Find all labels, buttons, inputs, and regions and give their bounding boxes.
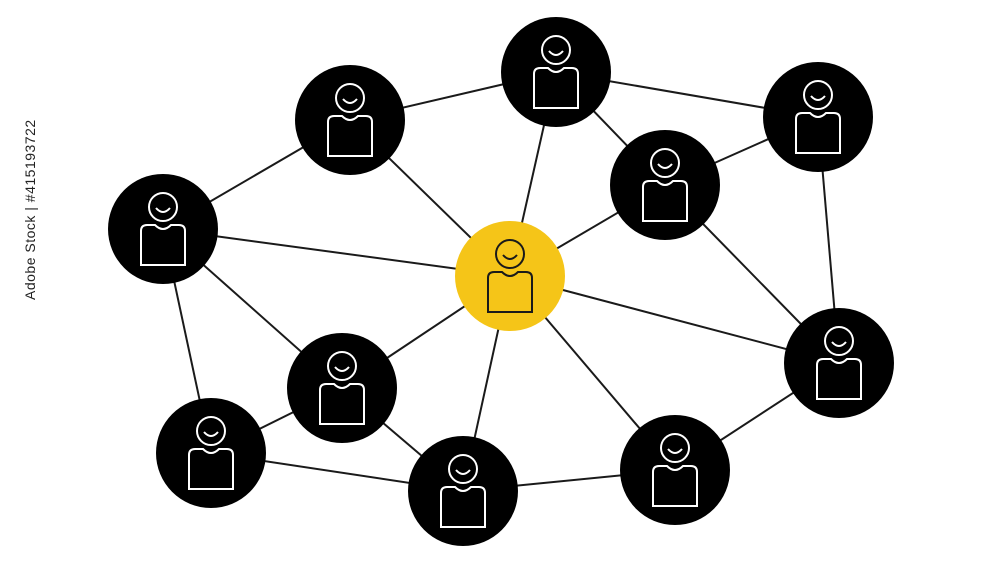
person-smile-icon: [342, 98, 358, 104]
person-body-icon: [487, 271, 533, 313]
person-head-icon: [824, 326, 854, 356]
person-node: [501, 17, 611, 127]
person-node: [156, 398, 266, 508]
person-node: [784, 308, 894, 418]
center-person-node: [455, 221, 565, 331]
person-node: [408, 436, 518, 546]
person-head-icon: [148, 192, 178, 222]
stock-id-watermark: Adobe Stock | #415193722: [22, 119, 38, 300]
person-head-icon: [650, 148, 680, 178]
person-node: [108, 174, 218, 284]
person-head-icon: [660, 433, 690, 463]
person-head-icon: [448, 454, 478, 484]
person-body-icon: [642, 180, 688, 222]
person-head-icon: [803, 80, 833, 110]
person-smile-icon: [502, 254, 518, 260]
nodes-layer: [108, 17, 894, 546]
person-body-icon: [816, 358, 862, 400]
person-smile-icon: [831, 341, 847, 347]
person-body-icon: [327, 115, 373, 157]
person-smile-icon: [334, 366, 350, 372]
person-head-icon: [335, 83, 365, 113]
person-body-icon: [652, 465, 698, 507]
person-node: [620, 415, 730, 525]
person-head-icon: [495, 239, 525, 269]
person-head-icon: [327, 351, 357, 381]
person-body-icon: [440, 486, 486, 528]
person-body-icon: [140, 224, 186, 266]
connection-line: [162, 228, 511, 277]
person-node: [763, 62, 873, 172]
person-body-icon: [533, 67, 579, 109]
person-smile-icon: [667, 448, 683, 454]
person-smile-icon: [657, 163, 673, 169]
person-smile-icon: [810, 95, 826, 101]
person-node: [295, 65, 405, 175]
person-head-icon: [541, 35, 571, 65]
connection-line: [509, 275, 840, 364]
person-body-icon: [319, 383, 365, 425]
person-smile-icon: [548, 50, 564, 56]
person-node: [610, 130, 720, 240]
person-body-icon: [795, 112, 841, 154]
person-smile-icon: [455, 469, 471, 475]
person-head-icon: [196, 416, 226, 446]
person-node: [287, 333, 397, 443]
person-body-icon: [188, 448, 234, 490]
person-smile-icon: [155, 207, 171, 213]
person-smile-icon: [203, 431, 219, 437]
